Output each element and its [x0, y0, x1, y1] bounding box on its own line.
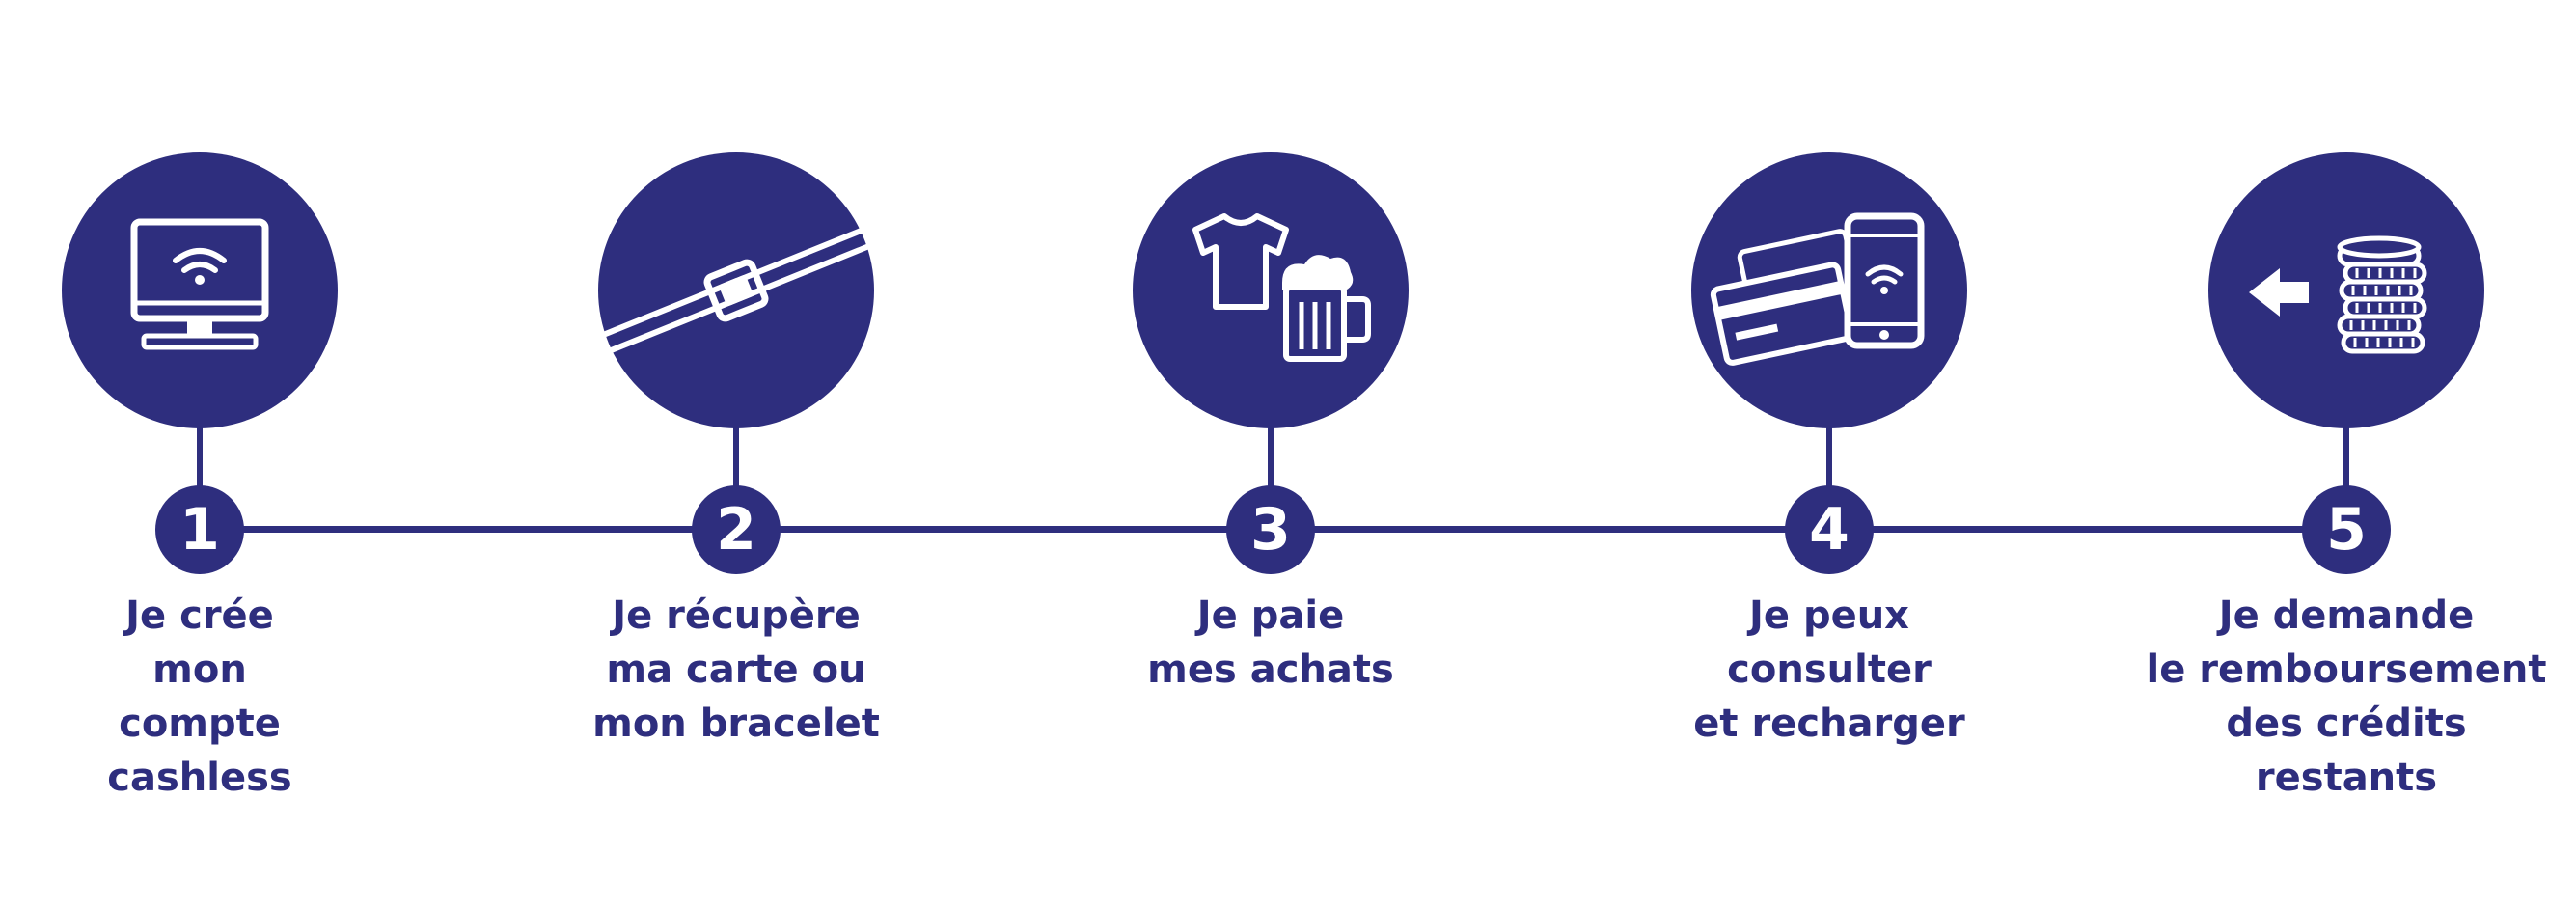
- step-1-number: 1: [155, 485, 244, 574]
- step-1-connector: [197, 425, 203, 531]
- step-3-number: 3: [1226, 485, 1315, 574]
- step-3-label: Je paie mes achats: [1147, 593, 1394, 692]
- refund-coins-icon: [2249, 235, 2427, 354]
- step-3-circle: [1133, 152, 1409, 428]
- tshirt-beer-icon: [1192, 213, 1371, 362]
- step-4-number: 4: [1785, 485, 1874, 574]
- step-4-circle: [1691, 152, 1967, 428]
- step-2-number: 2: [692, 485, 781, 574]
- step-3-connector: [1268, 425, 1274, 531]
- step-4-connector: [1826, 425, 1832, 531]
- step-5-label: Je demande le remboursement des crédits …: [2146, 593, 2547, 800]
- step-1-circle: [62, 152, 338, 428]
- step-5-number: 5: [2302, 485, 2391, 574]
- step-5-circle: [2208, 152, 2484, 428]
- computer-wifi-icon: [130, 218, 269, 350]
- card-phone-icon: [1710, 212, 1925, 366]
- step-1-label: Je crée mon compte cashless: [107, 593, 292, 800]
- step-4-label: Je peux consulter et recharger: [1693, 593, 1965, 746]
- wristband-icon: [598, 223, 874, 358]
- step-2-circle: [598, 152, 874, 428]
- step-2-label: Je récupère ma carte ou mon bracelet: [592, 593, 880, 746]
- step-5-connector: [2343, 425, 2349, 531]
- step-2-connector: [733, 425, 739, 531]
